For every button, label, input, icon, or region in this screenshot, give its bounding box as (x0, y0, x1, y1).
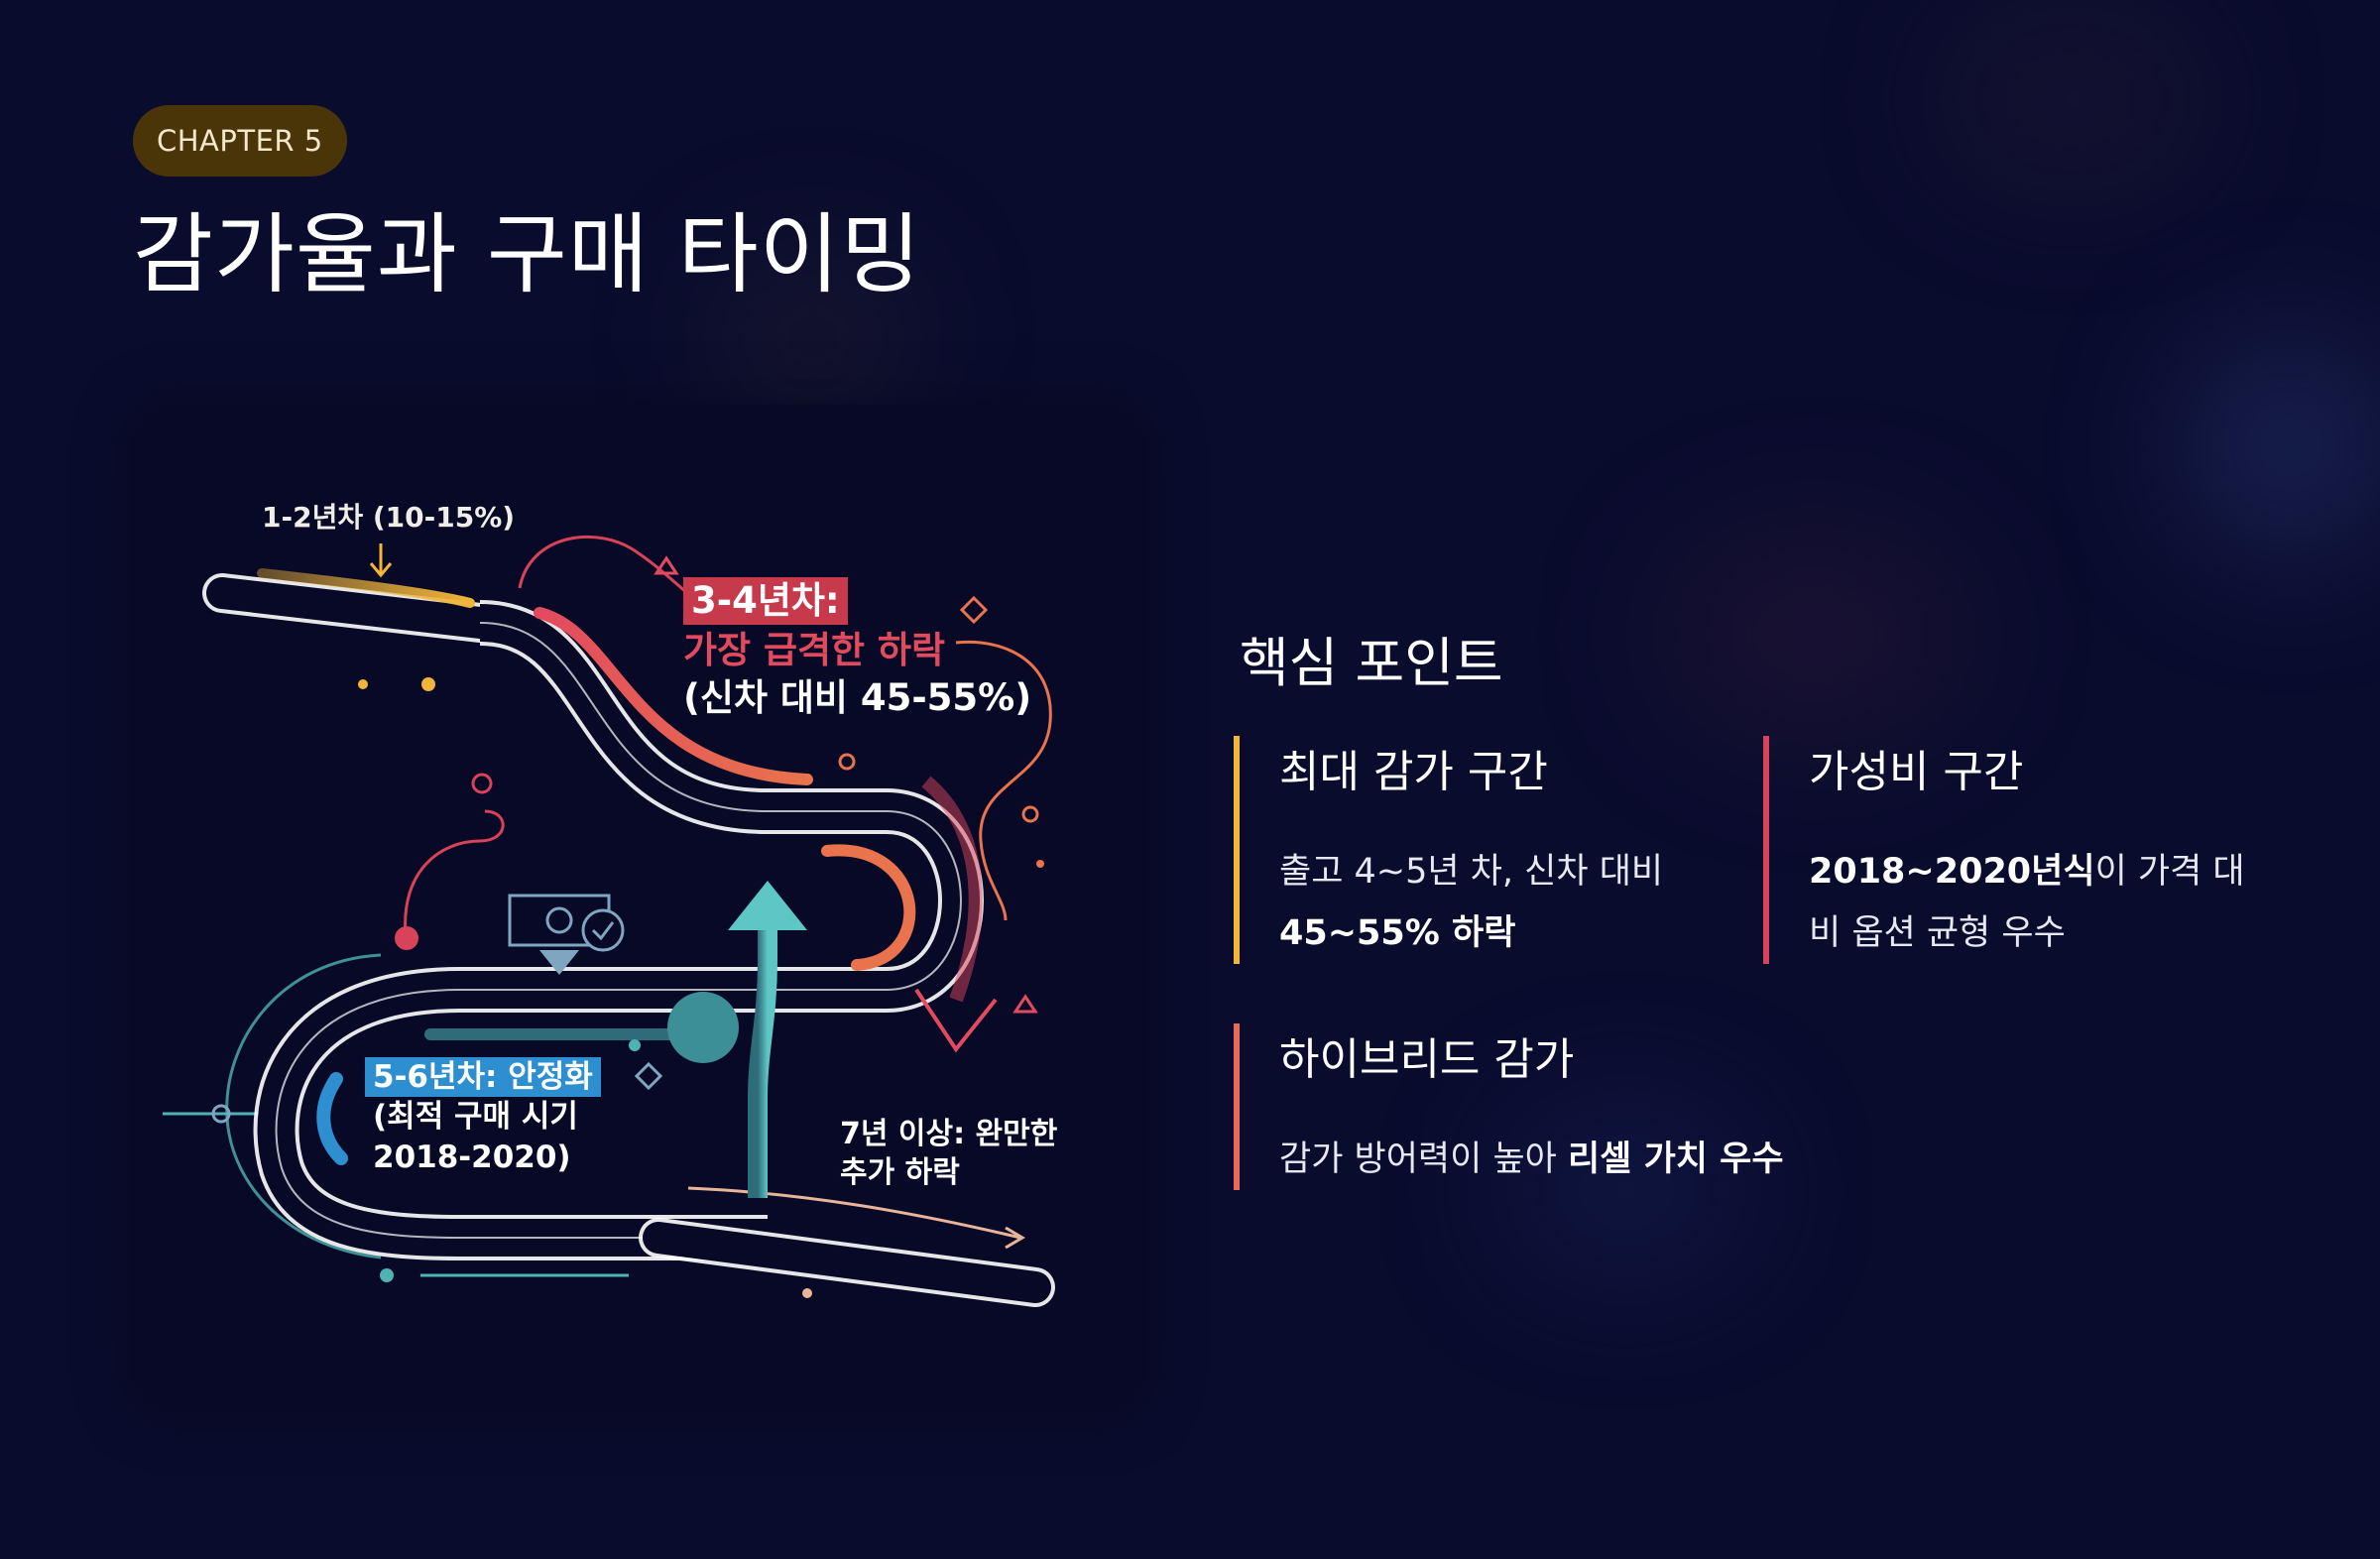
down-arrow-icon (369, 543, 393, 578)
key-points-title: 핵심 포인트 (1240, 632, 1503, 694)
card-title: 가성비 구간 (1809, 747, 2024, 797)
dot-decor (358, 679, 368, 689)
money-bill-check-icon (508, 894, 625, 975)
diamond-decor (959, 595, 989, 625)
stage-2-label: 3-4년차: 가장 급격한 하락 (신차 대비 45-55%) (683, 577, 1031, 722)
decor-curve (955, 640, 1052, 921)
card-line-bold: 45~55% 하락 (1279, 913, 1516, 953)
triangle-decor (654, 555, 679, 575)
stage-4-arrow (687, 1186, 1021, 1240)
background-glow (2182, 337, 2380, 555)
dot-decor (629, 1039, 641, 1051)
card-line: 감가 방어력이 높아 리셀 가치 우수 (1279, 1139, 1784, 1179)
stage-2-line-1: 가장 급격한 하락 (683, 629, 946, 672)
decor-curve (404, 809, 505, 936)
up-arrow-icon (424, 881, 807, 1198)
card-line: 비 옵션 균형 우수 (1809, 913, 2066, 953)
stage-2-line-2: (신차 대비 45-55%) (683, 676, 1032, 720)
background-glow (1666, 536, 1964, 734)
u-turn-highlight (821, 844, 916, 971)
stage-4-line-2: 추가 하락 (840, 1155, 960, 1190)
road-illustration (163, 535, 1055, 1307)
card-body: 감가 방어력이 높아 리셀 가치 우수 (1279, 1129, 1973, 1190)
stage-3-highlight (316, 1072, 348, 1165)
dot-decor (395, 926, 418, 950)
depreciation-road-infographic: 1-2년차 (10-15%) 3-4년차: 가장 급격한 하락 (신차 대비 4… (133, 405, 1144, 1412)
background-glow (714, 258, 912, 417)
dot-decor (838, 753, 856, 771)
dot-decor (421, 677, 435, 691)
dot-decor (1036, 860, 1044, 868)
key-point-card-max-depreciation: 최대 감가 구간 출고 4~5년 차, 신차 대비 45~55% 하락 (1234, 736, 1716, 964)
stage-1-highlight (257, 568, 475, 608)
card-title: 하이브리드 감가 (1279, 1034, 1575, 1085)
triangle-decor (1012, 994, 1038, 1014)
chapter-badge: CHAPTER 5 (133, 105, 347, 177)
key-point-card-hybrid: 하이브리드 감가 감가 방어력이 높아 리셀 가치 우수 (1234, 1023, 1973, 1190)
dot-decor (380, 1268, 394, 1282)
dot-decor (802, 1288, 812, 1298)
stage-2-highlight (534, 607, 813, 785)
stage-3-highlight-label: 5-6년차: 안정화 (365, 1057, 601, 1098)
card-line: 2018~2020년식이 가격 대 (1809, 852, 2245, 892)
dot-decor (211, 1104, 231, 1124)
stage-4-line-1: 7년 이상: 완만한 (840, 1117, 1058, 1151)
background-glow (1507, 1111, 1745, 1269)
key-point-card-value-range: 가성비 구간 2018~2020년식이 가격 대 비 옵션 균형 우수 (1763, 736, 2305, 964)
background-glow (1944, 20, 2202, 179)
stage-3-line-2: 2018-2020) (373, 1139, 571, 1175)
dot-decor (1021, 805, 1039, 823)
stage-3-label: 5-6년차: 안정화 (최적 구매 시기 2018-2020) (365, 1057, 601, 1177)
card-body: 출고 4~5년 차, 신차 대비 45~55% 하락 (1279, 841, 1716, 964)
stage-3-line-1: (최적 구매 시기 (373, 1099, 578, 1136)
diamond-decor (634, 1061, 663, 1091)
down-red-arrow-icon (914, 776, 998, 1053)
page-title: 감가율과 구매 타이밍 (133, 203, 922, 305)
card-title: 최대 감가 구간 (1279, 747, 1548, 797)
card-body: 2018~2020년식이 가격 대 비 옵션 균형 우수 (1809, 841, 2305, 964)
stage-1-label: 1-2년차 (10-15%) (262, 501, 516, 534)
stage-4-label: 7년 이상: 완만한 추가 하락 (840, 1115, 1057, 1192)
stage-2-highlight-label: 3-4년차: (683, 577, 848, 626)
dot-decor (471, 773, 493, 794)
card-line: 출고 4~5년 차, 신차 대비 (1279, 852, 1664, 892)
